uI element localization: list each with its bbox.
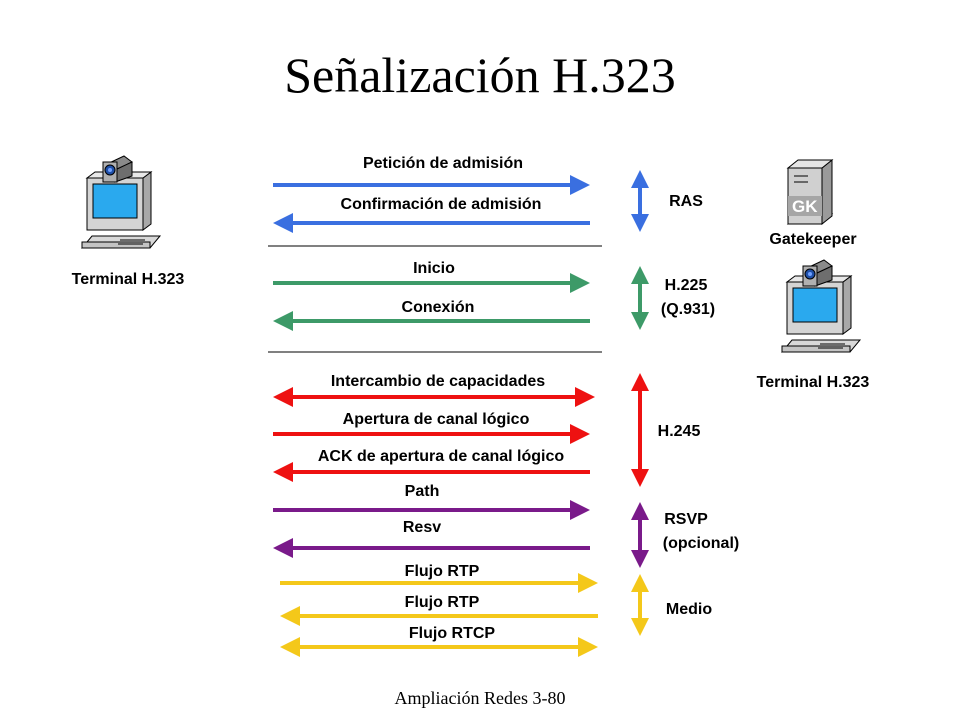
footer-text: Ampliación Redes 3-80 [394, 688, 566, 708]
message-label: Resv [402, 519, 442, 536]
group-arrow-ras [631, 170, 649, 232]
message-arrow [280, 573, 598, 593]
message-arrow [273, 424, 590, 444]
message-arrow [273, 462, 590, 482]
message-arrow [273, 538, 590, 558]
terminal-left-label: Terminal H.323 [71, 271, 185, 288]
message-label: Petición de admisión [362, 155, 524, 172]
group-arrow-medio [631, 574, 649, 636]
group-label-h245: H.245 [657, 423, 701, 440]
group-label-medio: Medio [665, 601, 713, 618]
message-arrow [273, 500, 590, 520]
gatekeeper-badge: GK [792, 197, 818, 216]
group-label-h225: H.225 [664, 277, 708, 294]
terminal-left-icon [80, 155, 162, 249]
page-title: Señalización H.323 [284, 47, 676, 103]
message-arrows [273, 175, 598, 657]
group-label-h225-sub: (Q.931) [660, 301, 716, 318]
group-label-rsvp-sub: (opcional) [662, 535, 740, 552]
message-label: Flujo RTP [404, 594, 480, 611]
message-label: Path [404, 483, 440, 500]
message-arrow [273, 175, 590, 195]
message-arrow [280, 637, 598, 657]
message-label: Flujo RTP [404, 563, 480, 580]
gatekeeper-icon [786, 158, 834, 226]
message-arrow [273, 273, 590, 293]
terminal-right-label: Terminal H.323 [756, 374, 870, 391]
message-arrow [280, 606, 598, 626]
group-arrow-h225 [631, 266, 649, 330]
group-label-ras: RAS [669, 193, 703, 210]
group-arrow-rsvp [631, 502, 649, 568]
message-label: Flujo RTCP [408, 625, 496, 642]
group-label-rsvp: RSVP [664, 511, 708, 528]
message-label: ACK de apertura de canal lógico [317, 448, 565, 465]
message-label: Inicio [413, 260, 455, 277]
message-label: Conexión [401, 299, 475, 316]
group-arrows [631, 170, 649, 636]
gatekeeper-label: Gatekeeper [769, 231, 857, 248]
terminal-right-icon [780, 259, 862, 353]
message-arrow [273, 387, 595, 407]
message-label: Intercambio de capacidades [330, 373, 546, 390]
message-label: Confirmación de admisión [340, 196, 542, 213]
message-arrow [273, 213, 590, 233]
message-label: Apertura de canal lógico [342, 411, 530, 428]
message-arrow [273, 311, 590, 331]
group-arrow-h245 [631, 373, 649, 487]
